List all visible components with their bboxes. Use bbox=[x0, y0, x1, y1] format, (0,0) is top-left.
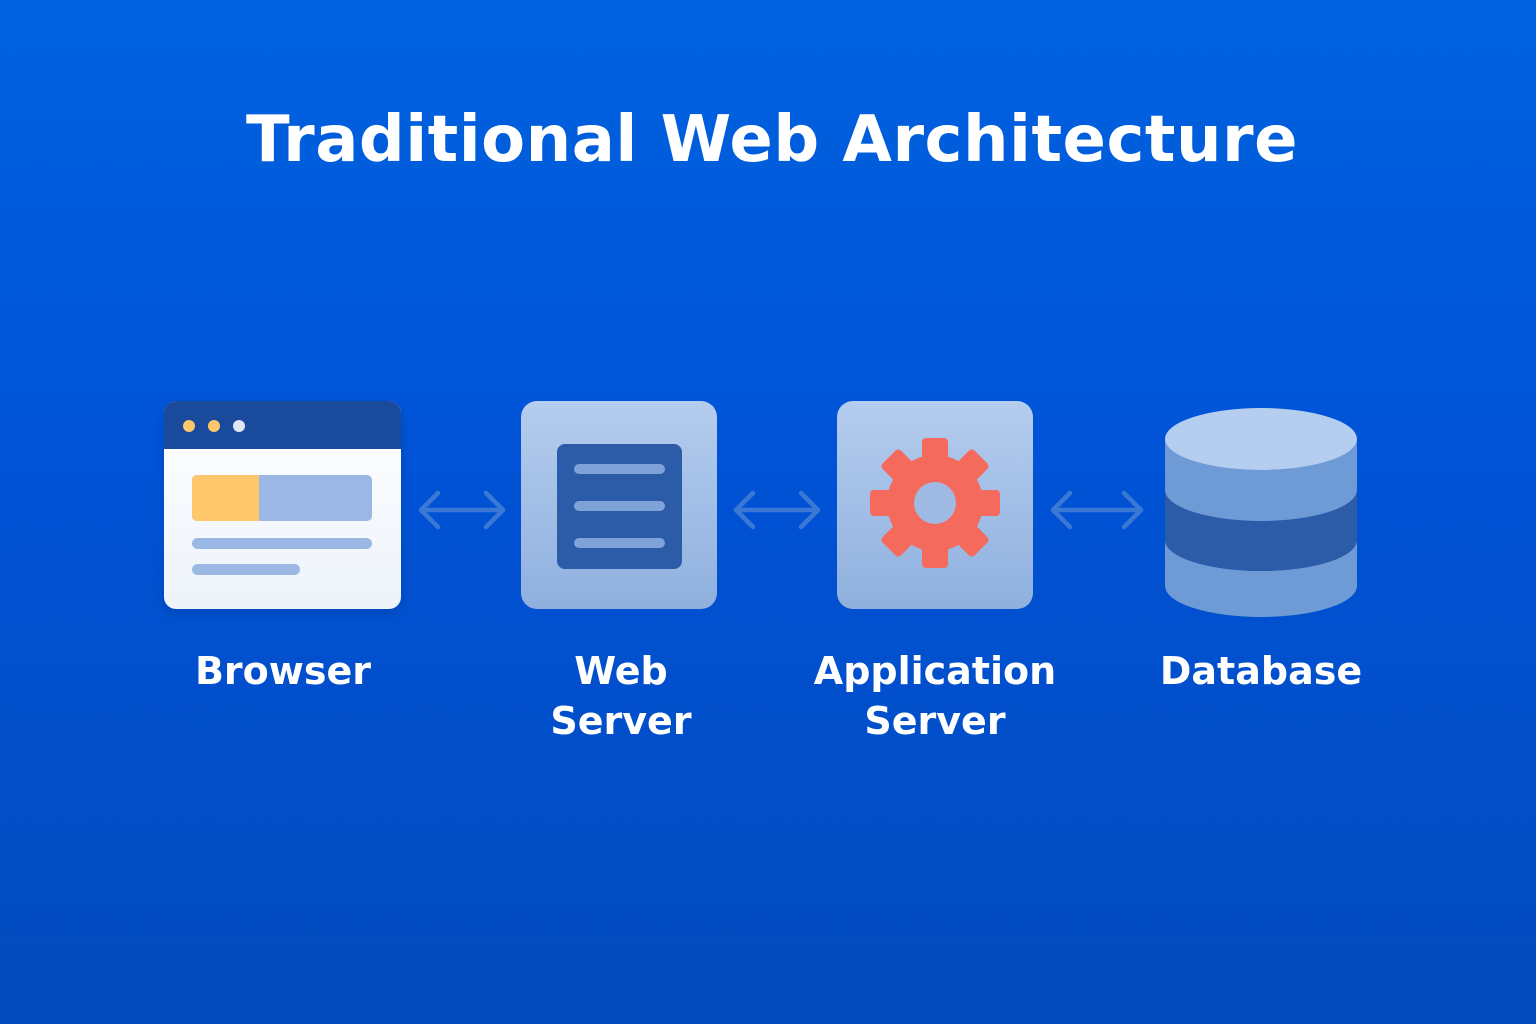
document-line bbox=[574, 464, 665, 474]
node-label-browser: Browser bbox=[194, 649, 372, 693]
node-label-database: Database bbox=[1159, 649, 1363, 693]
node-label-application-server: Application Server bbox=[813, 649, 1057, 743]
browser-content-block bbox=[192, 475, 372, 521]
diagram-title: Traditional Web Architecture bbox=[246, 103, 1298, 177]
bidirectional-arrow-icon bbox=[733, 490, 821, 530]
document-line bbox=[574, 501, 665, 511]
application-server-tile bbox=[837, 401, 1033, 609]
browser-text-line bbox=[192, 564, 300, 575]
bidirectional-arrow-icon bbox=[1050, 490, 1144, 530]
browser-window-icon bbox=[164, 401, 401, 609]
server-document bbox=[557, 444, 682, 569]
bidirectional-arrow-icon bbox=[418, 490, 506, 530]
document-server-icon bbox=[521, 401, 717, 609]
window-dot-icon bbox=[183, 420, 195, 432]
gear-icon bbox=[870, 438, 1000, 568]
browser-text-line bbox=[192, 538, 372, 549]
node-label-web-server: Web Server bbox=[550, 649, 692, 743]
window-dot-icon bbox=[233, 420, 245, 432]
window-dot-icon bbox=[208, 420, 220, 432]
database-cylinder-icon bbox=[1165, 408, 1357, 617]
document-line bbox=[574, 538, 665, 548]
browser-content-accent bbox=[192, 475, 259, 521]
browser-title-bar bbox=[164, 401, 401, 449]
